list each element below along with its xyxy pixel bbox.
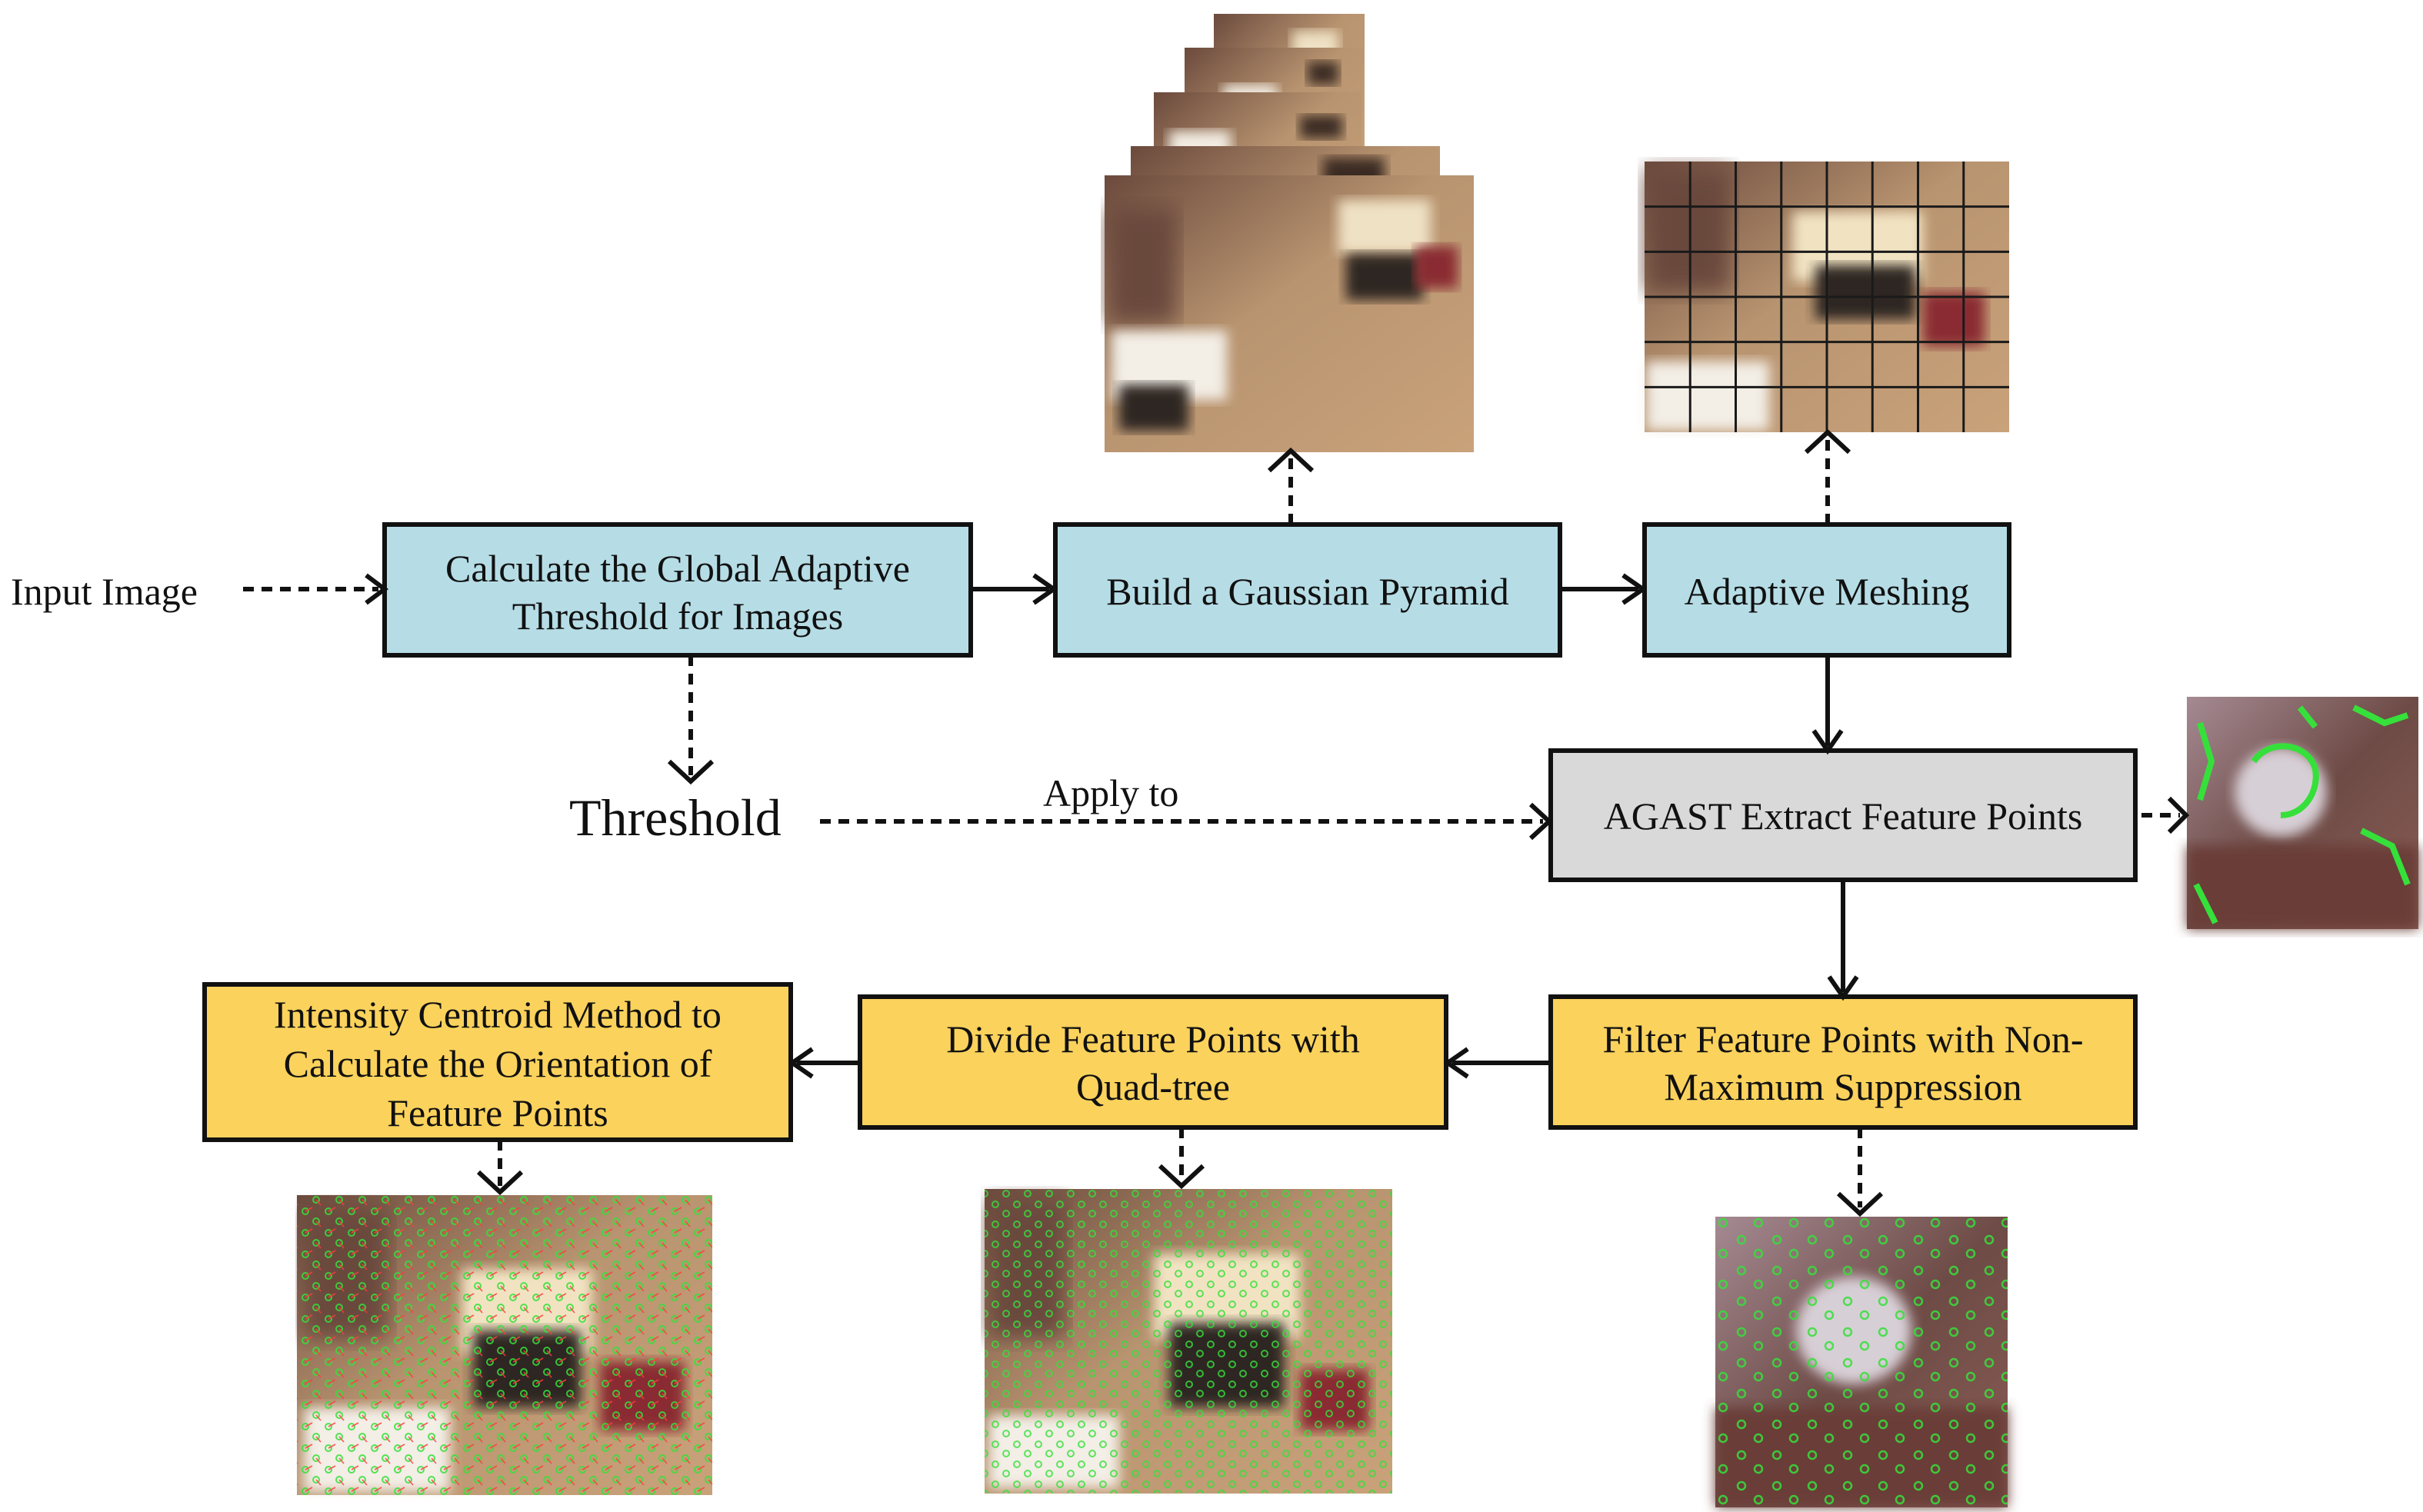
agast-feature-points-image — [2187, 697, 2418, 929]
dashed-input-arrowhead — [365, 573, 388, 605]
arrow-nms-to-quadtree — [1443, 1047, 1551, 1079]
mesh-grid-lines — [1645, 162, 2009, 432]
arrow-pyramid-to-meshing — [1560, 573, 1648, 605]
dashed-agast-arrowhead — [2167, 796, 2190, 834]
arrow-agast-to-nms — [1827, 880, 1859, 1001]
adaptive-mesh-grid-image — [1645, 162, 2009, 432]
box-intensity-centroid-line-3: Feature Points — [387, 1091, 608, 1134]
apply-to-label: Apply to — [1043, 771, 1178, 814]
box-nms-filter: Filter Feature Points with Non- Maximum … — [1548, 994, 2138, 1130]
box-quadtree-line-1: Divide Feature Points with — [946, 1017, 1359, 1061]
dashed-meshing-arrowhead — [1804, 428, 1851, 455]
box-quadtree: Divide Feature Points with Quad-tree — [858, 994, 1448, 1130]
box-intensity-centroid: Intensity Centroid Method to Calculate t… — [202, 982, 793, 1142]
box-quadtree-line-2: Quad-tree — [1076, 1065, 1230, 1108]
box-calculate-threshold: Calculate the Global Adaptive Threshold … — [382, 522, 973, 658]
box-gaussian-pyramid: Build a Gaussian Pyramid — [1053, 522, 1562, 658]
box-gaussian-pyramid-label: Build a Gaussian Pyramid — [1106, 570, 1509, 613]
arrow-threshold-to-pyramid — [971, 573, 1058, 605]
oriented-features-image — [297, 1195, 712, 1495]
nms-filtered-features-image — [1715, 1217, 2008, 1507]
dashed-quadtree-arrowhead — [1158, 1164, 1205, 1190]
box-calculate-threshold-line-2: Threshold for Images — [512, 594, 843, 638]
dashed-pyramid-arrowhead — [1267, 447, 1315, 473]
box-calculate-threshold-line-1: Calculate the Global Adaptive — [445, 547, 910, 590]
box-intensity-centroid-line-1: Intensity Centroid Method to — [274, 993, 722, 1036]
dashed-nms-arrowhead — [1836, 1191, 1884, 1217]
dashed-apply-arrowhead — [1528, 802, 1553, 841]
dashed-orientation-arrowhead — [476, 1170, 524, 1196]
gaussian-pyramid-image-stack — [1105, 14, 1474, 452]
quadtree-distributed-features-image — [985, 1189, 1392, 1494]
box-nms-filter-line-1: Filter Feature Points with Non- — [1603, 1017, 2084, 1061]
arrow-meshing-to-agast — [1811, 655, 1844, 755]
pyramid-level-1 — [1105, 175, 1474, 452]
box-agast-extract: AGAST Extract Feature Points — [1548, 748, 2138, 882]
arrow-quadtree-to-orientation — [788, 1047, 860, 1079]
box-agast-extract-label: AGAST Extract Feature Points — [1604, 794, 2083, 838]
threshold-label: Threshold — [569, 788, 782, 847]
box-intensity-centroid-line-2: Calculate the Orientation of — [284, 1042, 712, 1085]
box-adaptive-meshing: Adaptive Meshing — [1642, 522, 2011, 658]
dashed-threshold-arrowhead — [667, 759, 715, 785]
box-nms-filter-line-2: Maximum Suppression — [1664, 1065, 2021, 1108]
input-image-label: Input Image — [11, 570, 198, 613]
box-adaptive-meshing-label: Adaptive Meshing — [1685, 570, 1970, 613]
